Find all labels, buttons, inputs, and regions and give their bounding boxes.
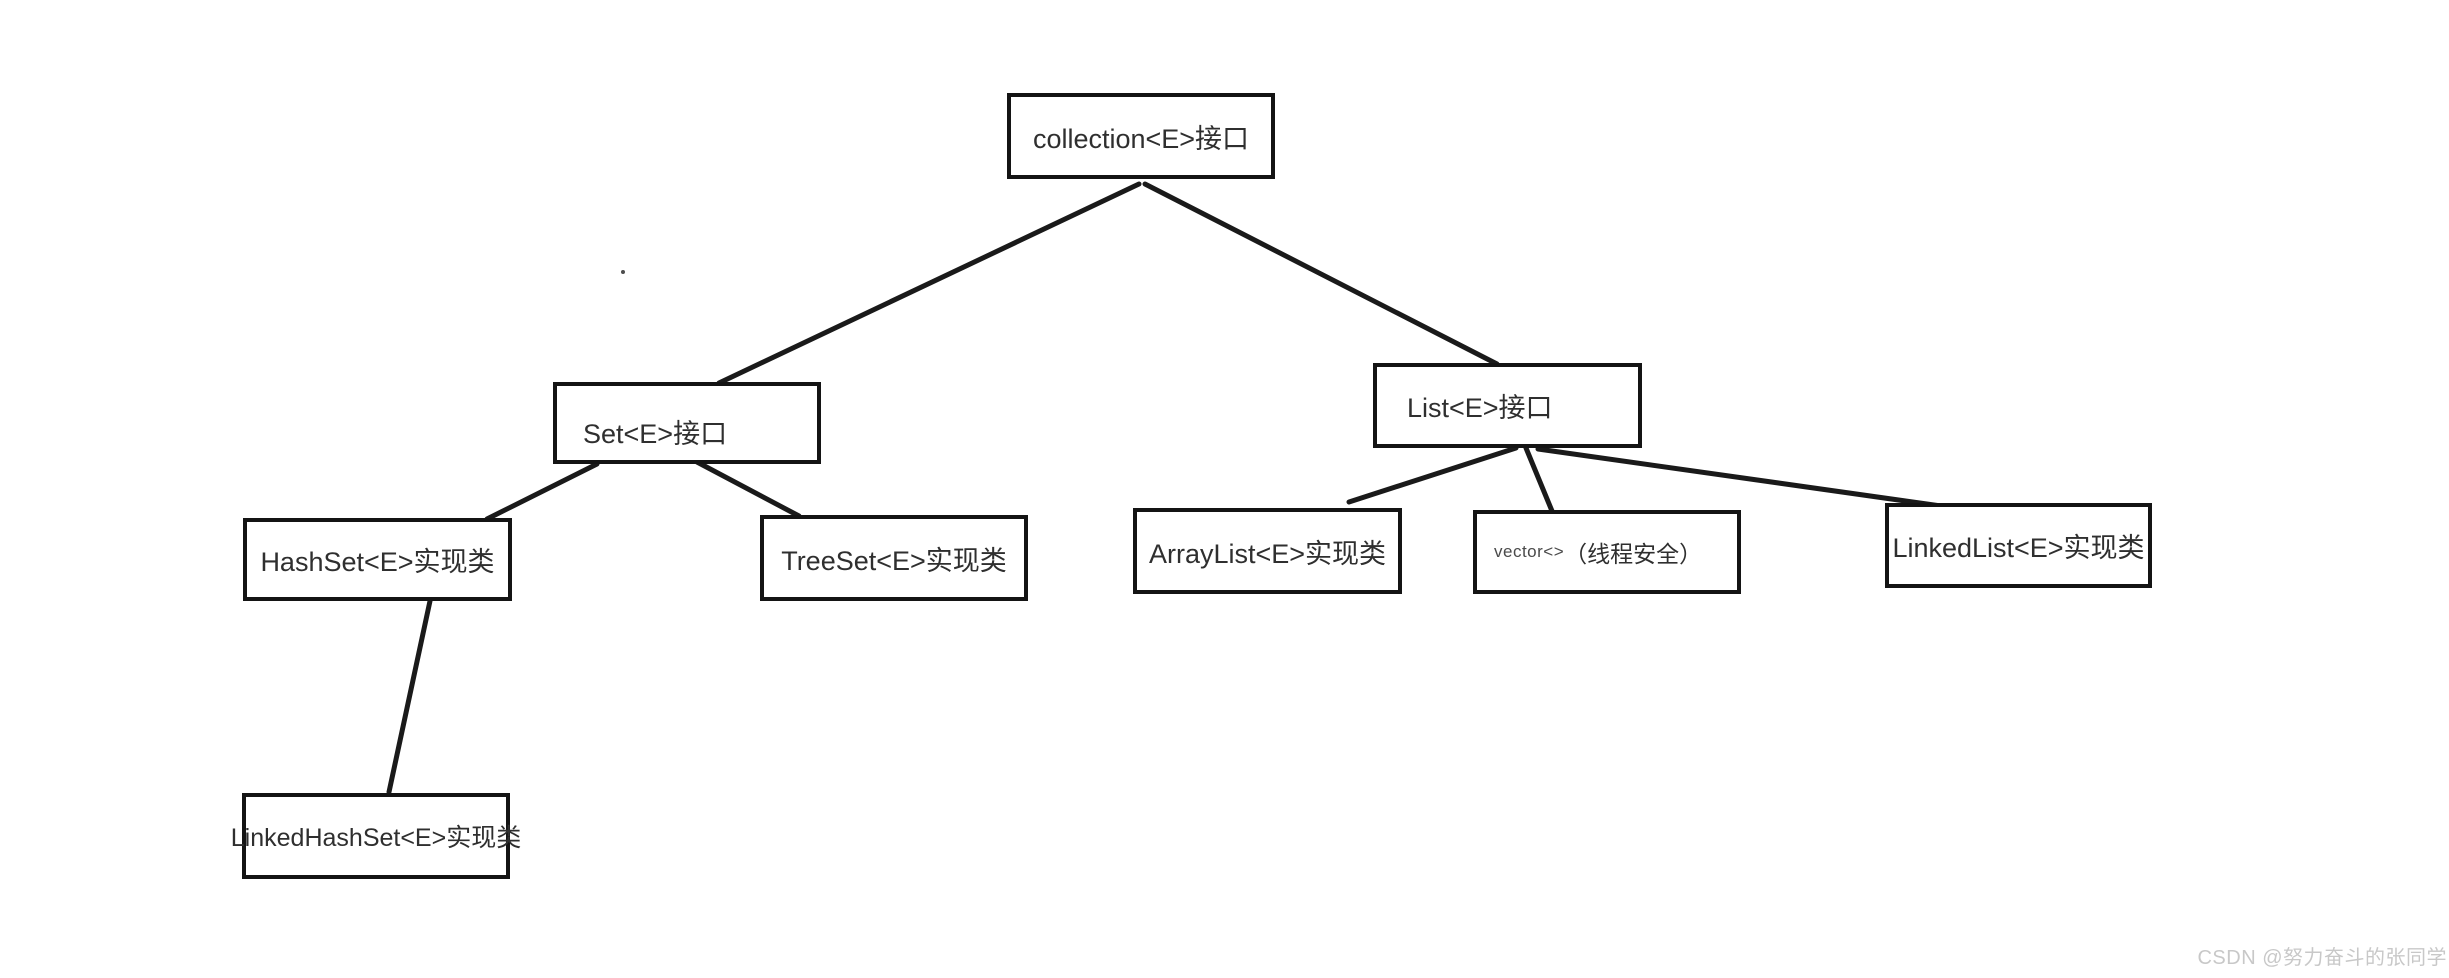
node-label: LinkedList<E>实现类 [1892, 533, 2145, 563]
node-label: LinkedHashSet<E>实现类 [230, 824, 522, 852]
node-label: List<E>接口 [1407, 393, 1553, 423]
csdn-watermark: CSDN @努力奋斗的张同学 [2197, 947, 2447, 969]
edge-collection-list [1142, 181, 1500, 367]
node-hashset-class: HashSet<E>实现类 [243, 518, 512, 601]
node-linkedhashset-class: LinkedHashSet<E>实现类 [231, 793, 521, 879]
node-label: HashSet<E>实现类 [260, 547, 495, 577]
node-label: collection<E>接口 [1032, 123, 1250, 154]
edge-hashset-linkedhashset [386, 598, 433, 795]
node-arraylist-class: ArrayList<E>实现类 [1133, 508, 1402, 594]
node-treeset-class: TreeSet<E>实现类 [760, 515, 1028, 601]
node-label: Set<E>接口 [583, 419, 728, 449]
edge-list-vector [1523, 445, 1555, 514]
stray-ink-dot [621, 270, 625, 274]
node-set-interface: Set<E>接口 [553, 382, 821, 464]
node-label-code: vector<> [1494, 542, 1565, 561]
node-collection-interface: collection<E>接口 [1007, 93, 1275, 179]
edge-set-treeset [694, 459, 802, 519]
node-label-note: （线程安全） [1564, 541, 1703, 567]
edge-collection-set [716, 181, 1142, 386]
node-label: TreeSet<E>实现类 [781, 545, 1007, 576]
node-label: ArrayList<E>实现类 [1148, 538, 1387, 569]
edge-list-linkedlist [1535, 446, 1944, 509]
edge-list-arraylist [1346, 445, 1519, 505]
node-linkedlist-class: LinkedList<E>实现类 [1885, 503, 2152, 588]
node-vector-class: vector<>（线程安全） [1473, 510, 1741, 594]
edge-set-hashset [484, 461, 600, 522]
node-list-interface: List<E>接口 [1373, 363, 1642, 448]
